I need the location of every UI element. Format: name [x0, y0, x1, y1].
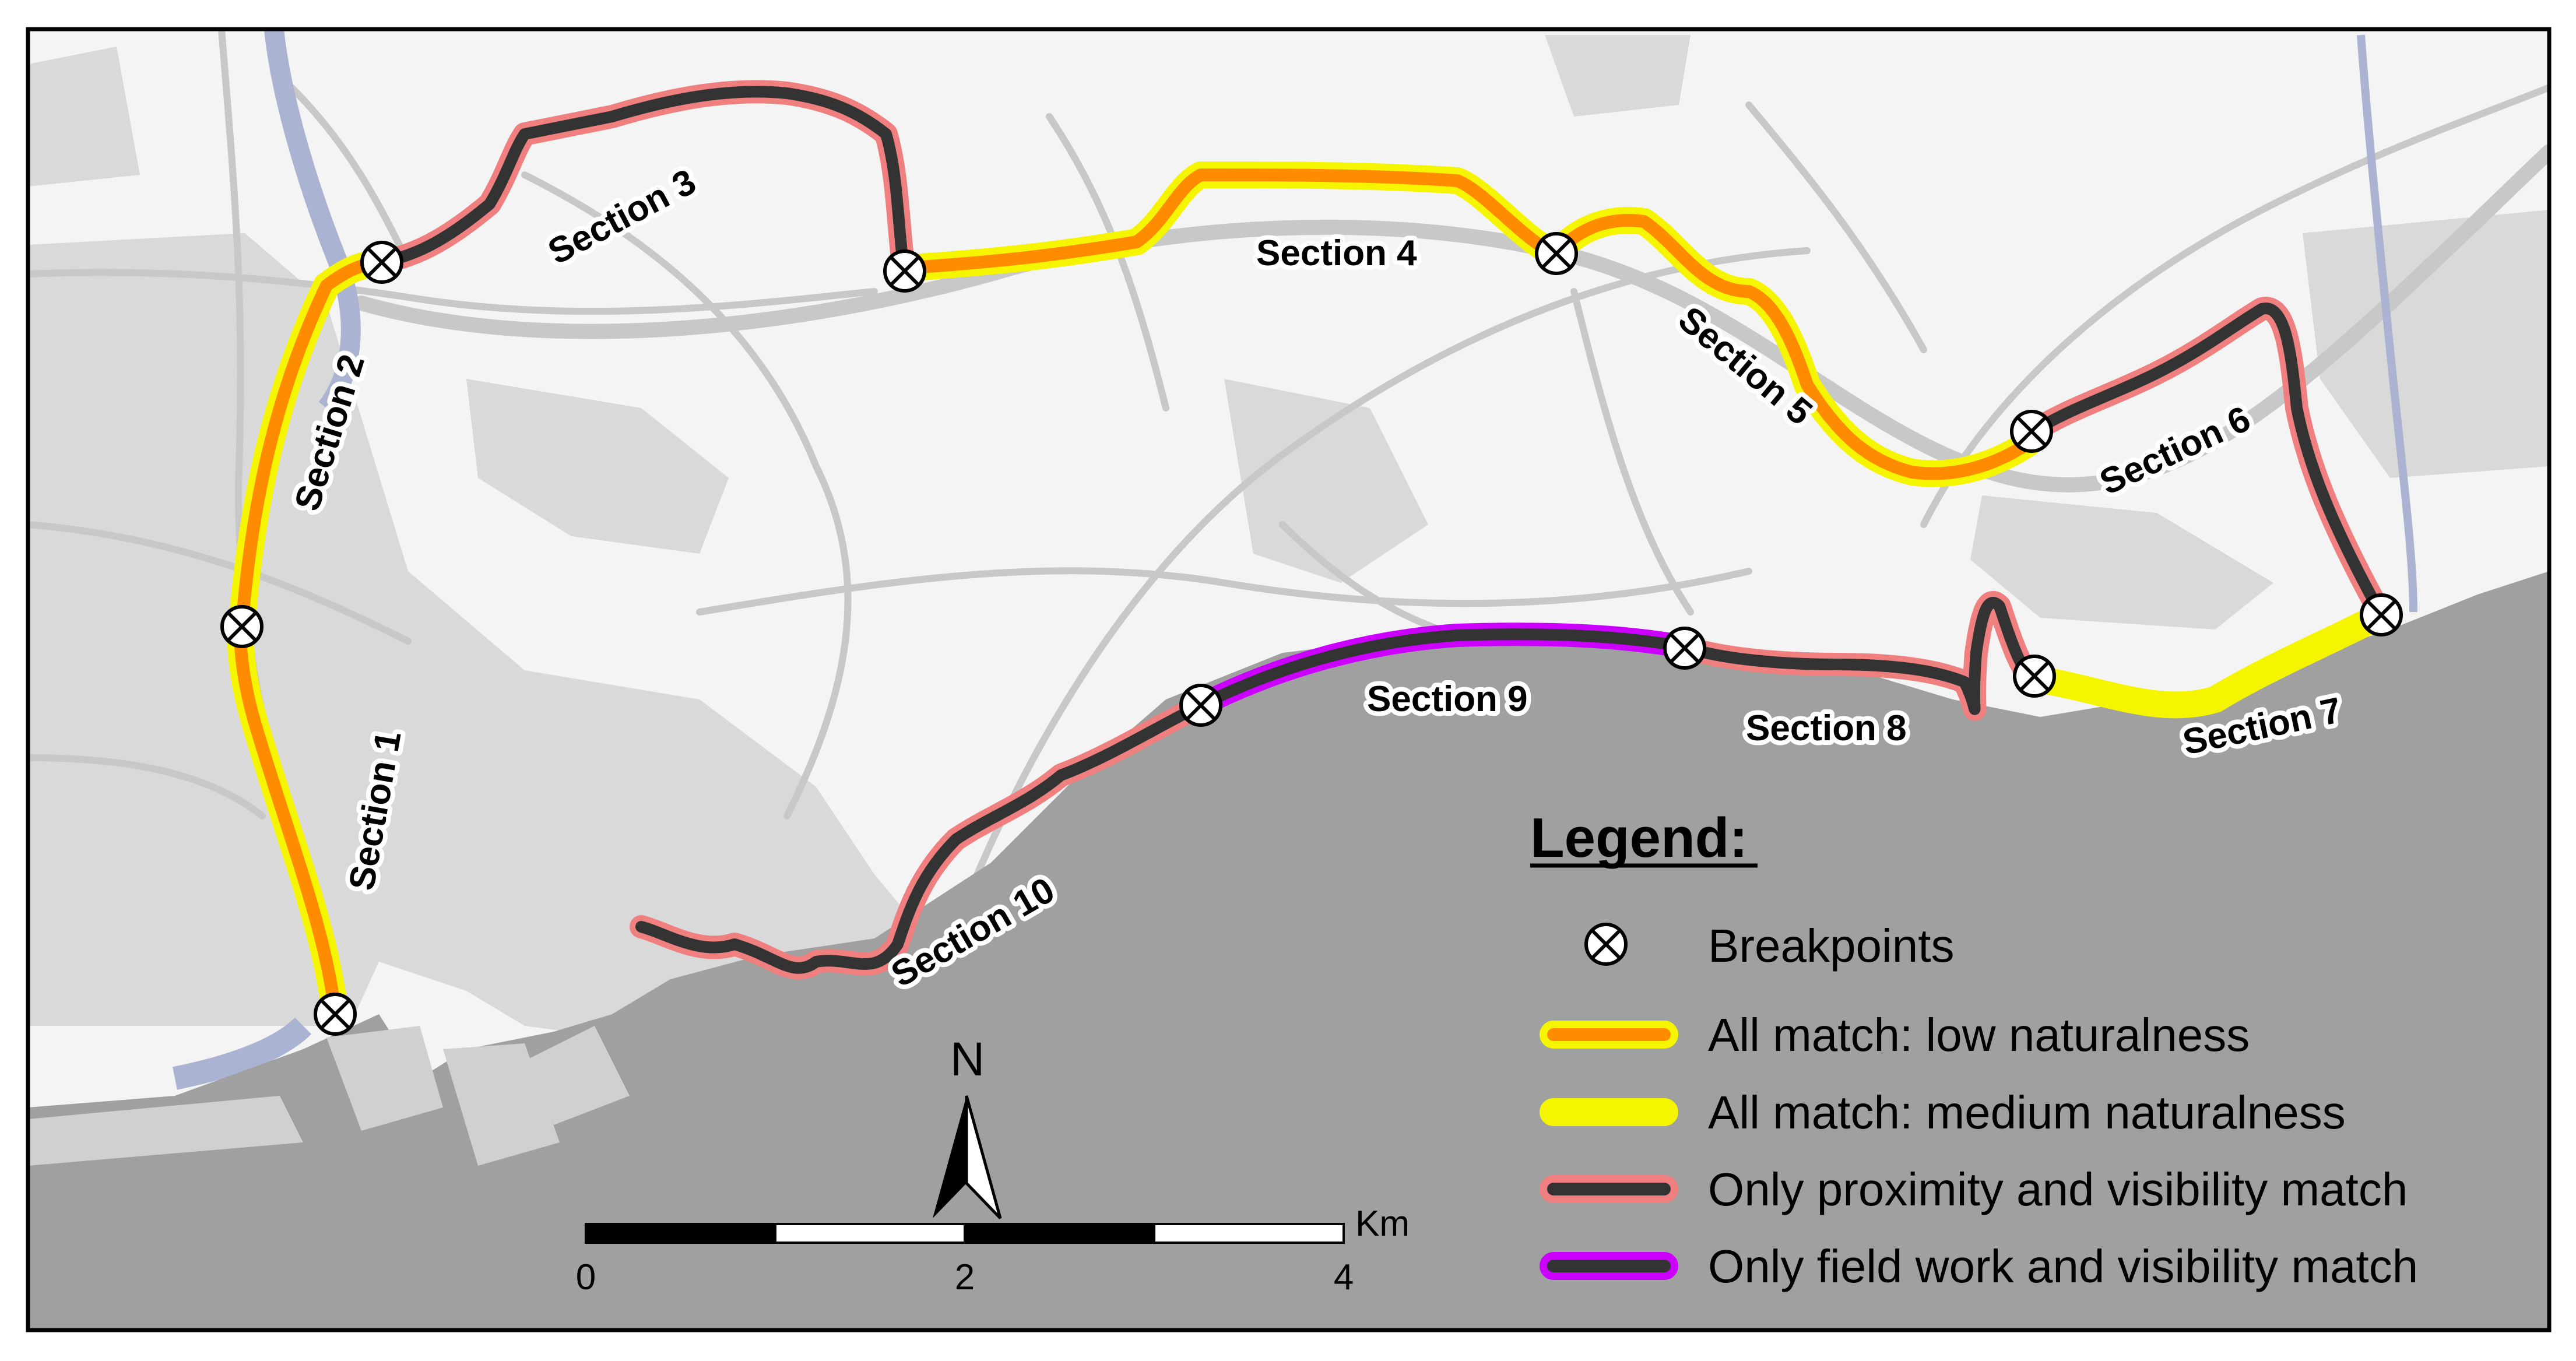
- breakpoint-marker: [362, 242, 402, 282]
- legend-item-medium-naturalness: All match: medium naturalness: [1708, 1086, 2346, 1138]
- legend-title: Legend:: [1530, 807, 1748, 869]
- route-proximity-visibility: [367, 80, 2393, 980]
- breakpoint-marker: [885, 251, 925, 291]
- route-medium-naturalness: [2021, 602, 2395, 719]
- river-east: [2357, 34, 2417, 613]
- north-arrow-icon: [933, 1096, 967, 1218]
- route-fieldwork-visibility: [1189, 623, 1696, 717]
- legend-item-breakpoints: Breakpoints: [1708, 920, 1954, 972]
- breakpoint-marker: [2015, 656, 2054, 696]
- breakpoint-marker: [2361, 595, 2401, 635]
- scale-bar-unit: Km: [1355, 1204, 1410, 1244]
- breakpoint-marker: [315, 994, 355, 1034]
- section-9-label: Section 9: [1367, 679, 1528, 719]
- river: [264, 29, 361, 414]
- map-border: [26, 27, 2552, 1332]
- legend-item-fieldwork-visibility: Only field work and visibility match: [1708, 1240, 2418, 1292]
- legend-breakpoint-icon: [1586, 924, 1626, 964]
- legend-item-proximity-visibility: Only proximity and visibility match: [1708, 1163, 2408, 1215]
- sea: [28, 571, 2549, 1330]
- scale-bar-tick-2: 2: [955, 1257, 975, 1297]
- north-arrow-icon-right: [965, 1095, 1002, 1219]
- scale-bar: Km 0 2 4: [576, 1204, 1410, 1297]
- breakpoint-marker: [1665, 628, 1705, 668]
- section-8-label: Section 8: [1746, 708, 1907, 748]
- river-mouth: [173, 1017, 312, 1090]
- scale-bar-tick-0: 0: [576, 1257, 596, 1297]
- legend: Legend: Breakpoints All match: low natur…: [1530, 807, 2418, 1292]
- breakpoint-marker: [2012, 412, 2051, 451]
- urban-areas: [28, 35, 2549, 1038]
- scale-bar-tick-4: 4: [1334, 1257, 1354, 1297]
- north-arrow: N: [933, 1033, 1002, 1219]
- section-4-label: Section 4: [1256, 233, 1417, 273]
- breakpoint-marker: [1537, 234, 1576, 273]
- breakpoint-marker: [222, 607, 262, 646]
- north-arrow-label: N: [950, 1033, 985, 1086]
- legend-item-low-naturalness: All match: low naturalness: [1708, 1009, 2250, 1061]
- port: [28, 1026, 630, 1166]
- breakpoint-marker: [1181, 685, 1221, 725]
